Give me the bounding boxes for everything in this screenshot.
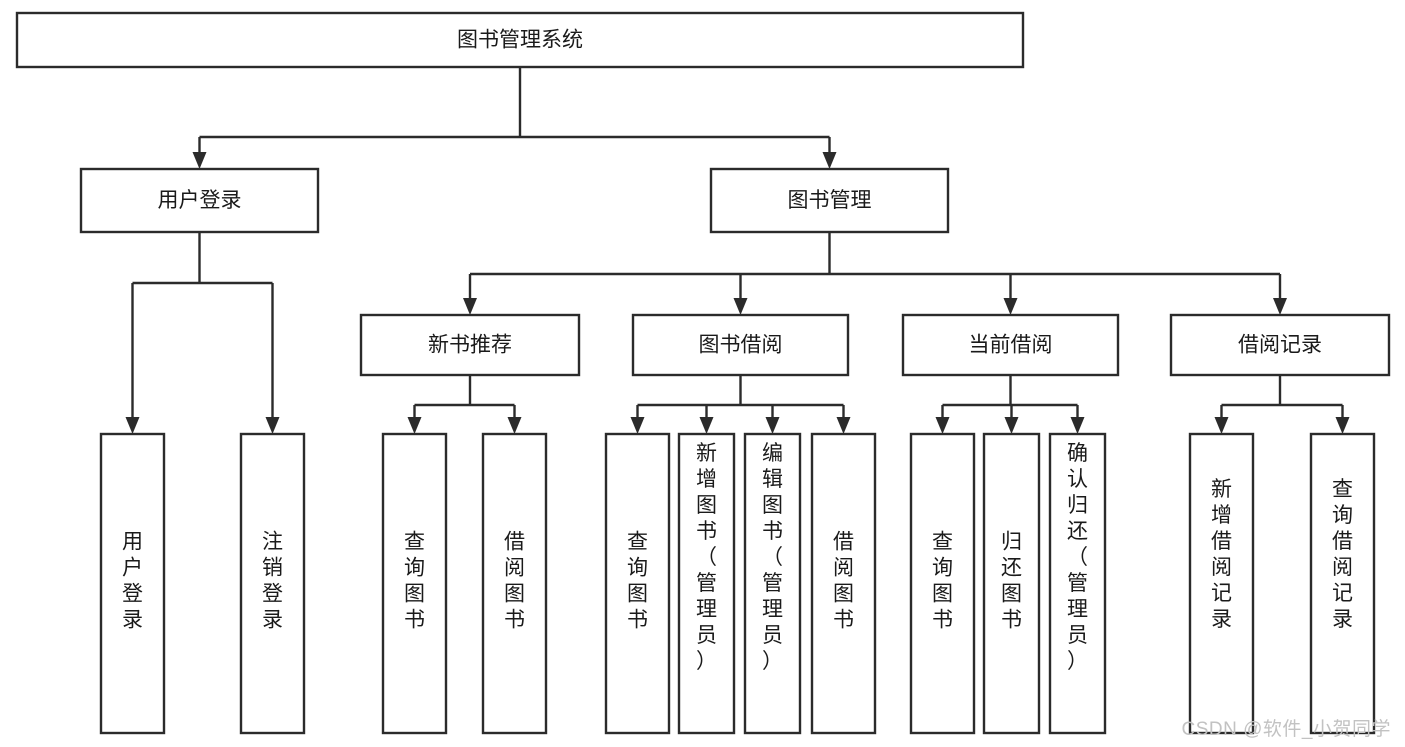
node-box-new-book-recommend xyxy=(359,313,581,377)
arrow-icon-leaf-query-book-borrow xyxy=(630,417,645,434)
node-label-leaf-edit-book-admin: 编辑图书（管理员） xyxy=(762,442,783,673)
node-box-leaf-query-borrow-record xyxy=(1309,432,1376,735)
arrow-icon-current-borrow xyxy=(1003,298,1018,315)
arrow-icon-leaf-borrow-book xyxy=(836,417,851,434)
node-label-root: 图书管理系统 xyxy=(457,29,583,52)
node-user-login[interactable]: 用户登录 xyxy=(79,167,320,234)
node-box-leaf-edit-book-admin xyxy=(743,432,802,735)
node-label-book-borrow: 图书借阅 xyxy=(699,334,783,357)
node-label-leaf-query-book-rec: 查询图书 xyxy=(404,531,425,632)
node-label-leaf-query-book-cur: 查询图书 xyxy=(932,531,953,632)
arrow-icon-user-login xyxy=(192,152,207,169)
node-box-leaf-query-book-cur xyxy=(909,432,976,735)
arrow-icon-leaf-query-book-cur xyxy=(935,417,950,434)
node-leaf-return-book[interactable]: 归还图书 xyxy=(982,432,1041,735)
node-box-leaf-query-book-rec xyxy=(381,432,448,735)
node-box-borrow-record xyxy=(1169,313,1391,377)
node-leaf-borrow-book-rec[interactable]: 借阅图书 xyxy=(481,432,548,735)
arrow-icon-leaf-query-book-rec xyxy=(407,417,422,434)
arrow-icon-leaf-add-borrow-record xyxy=(1214,417,1229,434)
node-label-book-manage: 图书管理 xyxy=(788,189,872,212)
node-box-root xyxy=(15,11,1025,69)
node-leaf-query-book-rec[interactable]: 查询图书 xyxy=(381,432,448,735)
arrow-icon-book-manage xyxy=(822,152,837,169)
node-label-leaf-query-book-borrow: 查询图书 xyxy=(627,531,648,632)
node-label-current-borrow: 当前借阅 xyxy=(969,334,1053,357)
node-box-book-borrow xyxy=(631,313,850,377)
node-leaf-user-logout[interactable]: 注销登录 xyxy=(239,432,306,735)
node-leaf-add-book-admin[interactable]: 新增图书（管理员） xyxy=(677,432,736,735)
node-box-current-borrow xyxy=(901,313,1120,377)
node-box-leaf-confirm-return-admin xyxy=(1048,432,1107,735)
node-label-leaf-add-borrow-record: 新增借阅记录 xyxy=(1211,478,1232,631)
arrow-icon-leaf-query-borrow-record xyxy=(1335,417,1350,434)
arrow-icon-leaf-confirm-return-admin xyxy=(1070,417,1085,434)
node-label-leaf-confirm-return-admin: 确认归还（管理员） xyxy=(1067,442,1088,673)
node-box-leaf-add-borrow-record xyxy=(1188,432,1255,735)
node-leaf-user-login[interactable]: 用户登录 xyxy=(99,432,166,735)
node-leaf-query-borrow-record[interactable]: 查询借阅记录 xyxy=(1309,432,1376,735)
node-leaf-add-borrow-record[interactable]: 新增借阅记录 xyxy=(1188,432,1255,735)
arrow-icon-leaf-edit-book-admin xyxy=(765,417,780,434)
node-current-borrow[interactable]: 当前借阅 xyxy=(901,313,1120,377)
node-box-book-manage xyxy=(709,167,950,234)
node-label-leaf-user-logout: 注销登录 xyxy=(262,531,283,632)
node-box-leaf-add-book-admin xyxy=(677,432,736,735)
node-box-leaf-user-login xyxy=(99,432,166,735)
node-label-borrow-record: 借阅记录 xyxy=(1238,334,1322,357)
node-label-leaf-add-book-admin: 新增图书（管理员） xyxy=(696,442,717,673)
node-box-user-login xyxy=(79,167,320,234)
arrow-icon-leaf-add-book-admin xyxy=(699,417,714,434)
node-new-book-recommend[interactable]: 新书推荐 xyxy=(359,313,581,377)
arrow-icon-leaf-user-login xyxy=(125,417,140,434)
node-box-leaf-query-book-borrow xyxy=(604,432,671,735)
node-borrow-record[interactable]: 借阅记录 xyxy=(1169,313,1391,377)
node-box-leaf-borrow-book xyxy=(810,432,877,735)
arrow-icon-book-borrow xyxy=(733,298,748,315)
node-leaf-query-book-cur[interactable]: 查询图书 xyxy=(909,432,976,735)
node-box-leaf-user-logout xyxy=(239,432,306,735)
node-label-leaf-user-login: 用户登录 xyxy=(122,531,143,632)
node-root[interactable]: 图书管理系统 xyxy=(15,11,1025,69)
node-label-user-login: 用户登录 xyxy=(158,189,242,212)
arrow-icon-leaf-return-book xyxy=(1004,417,1019,434)
node-book-manage[interactable]: 图书管理 xyxy=(709,167,950,234)
arrow-icon-leaf-borrow-book-rec xyxy=(507,417,522,434)
node-label-leaf-query-borrow-record: 查询借阅记录 xyxy=(1332,478,1353,631)
connector-layer xyxy=(125,67,1350,434)
node-label-leaf-borrow-book-rec: 借阅图书 xyxy=(504,531,525,632)
node-leaf-query-book-borrow[interactable]: 查询图书 xyxy=(604,432,671,735)
arrow-icon-borrow-record xyxy=(1273,298,1287,315)
node-label-leaf-borrow-book: 借阅图书 xyxy=(833,531,854,632)
node-leaf-confirm-return-admin[interactable]: 确认归还（管理员） xyxy=(1048,432,1107,735)
arrow-icon-leaf-user-logout xyxy=(265,417,280,434)
node-label-new-book-recommend: 新书推荐 xyxy=(428,334,512,357)
node-layer: 图书管理系统用户登录图书管理新书推荐图书借阅当前借阅借阅记录用户登录注销登录查询… xyxy=(15,11,1391,735)
arrow-icon-new-book-recommend xyxy=(463,298,477,315)
node-box-leaf-return-book xyxy=(982,432,1041,735)
node-leaf-edit-book-admin[interactable]: 编辑图书（管理员） xyxy=(743,432,802,735)
node-box-leaf-borrow-book-rec xyxy=(481,432,548,735)
node-label-leaf-return-book: 归还图书 xyxy=(1001,531,1022,632)
node-leaf-borrow-book[interactable]: 借阅图书 xyxy=(810,432,877,735)
node-book-borrow[interactable]: 图书借阅 xyxy=(631,313,850,377)
